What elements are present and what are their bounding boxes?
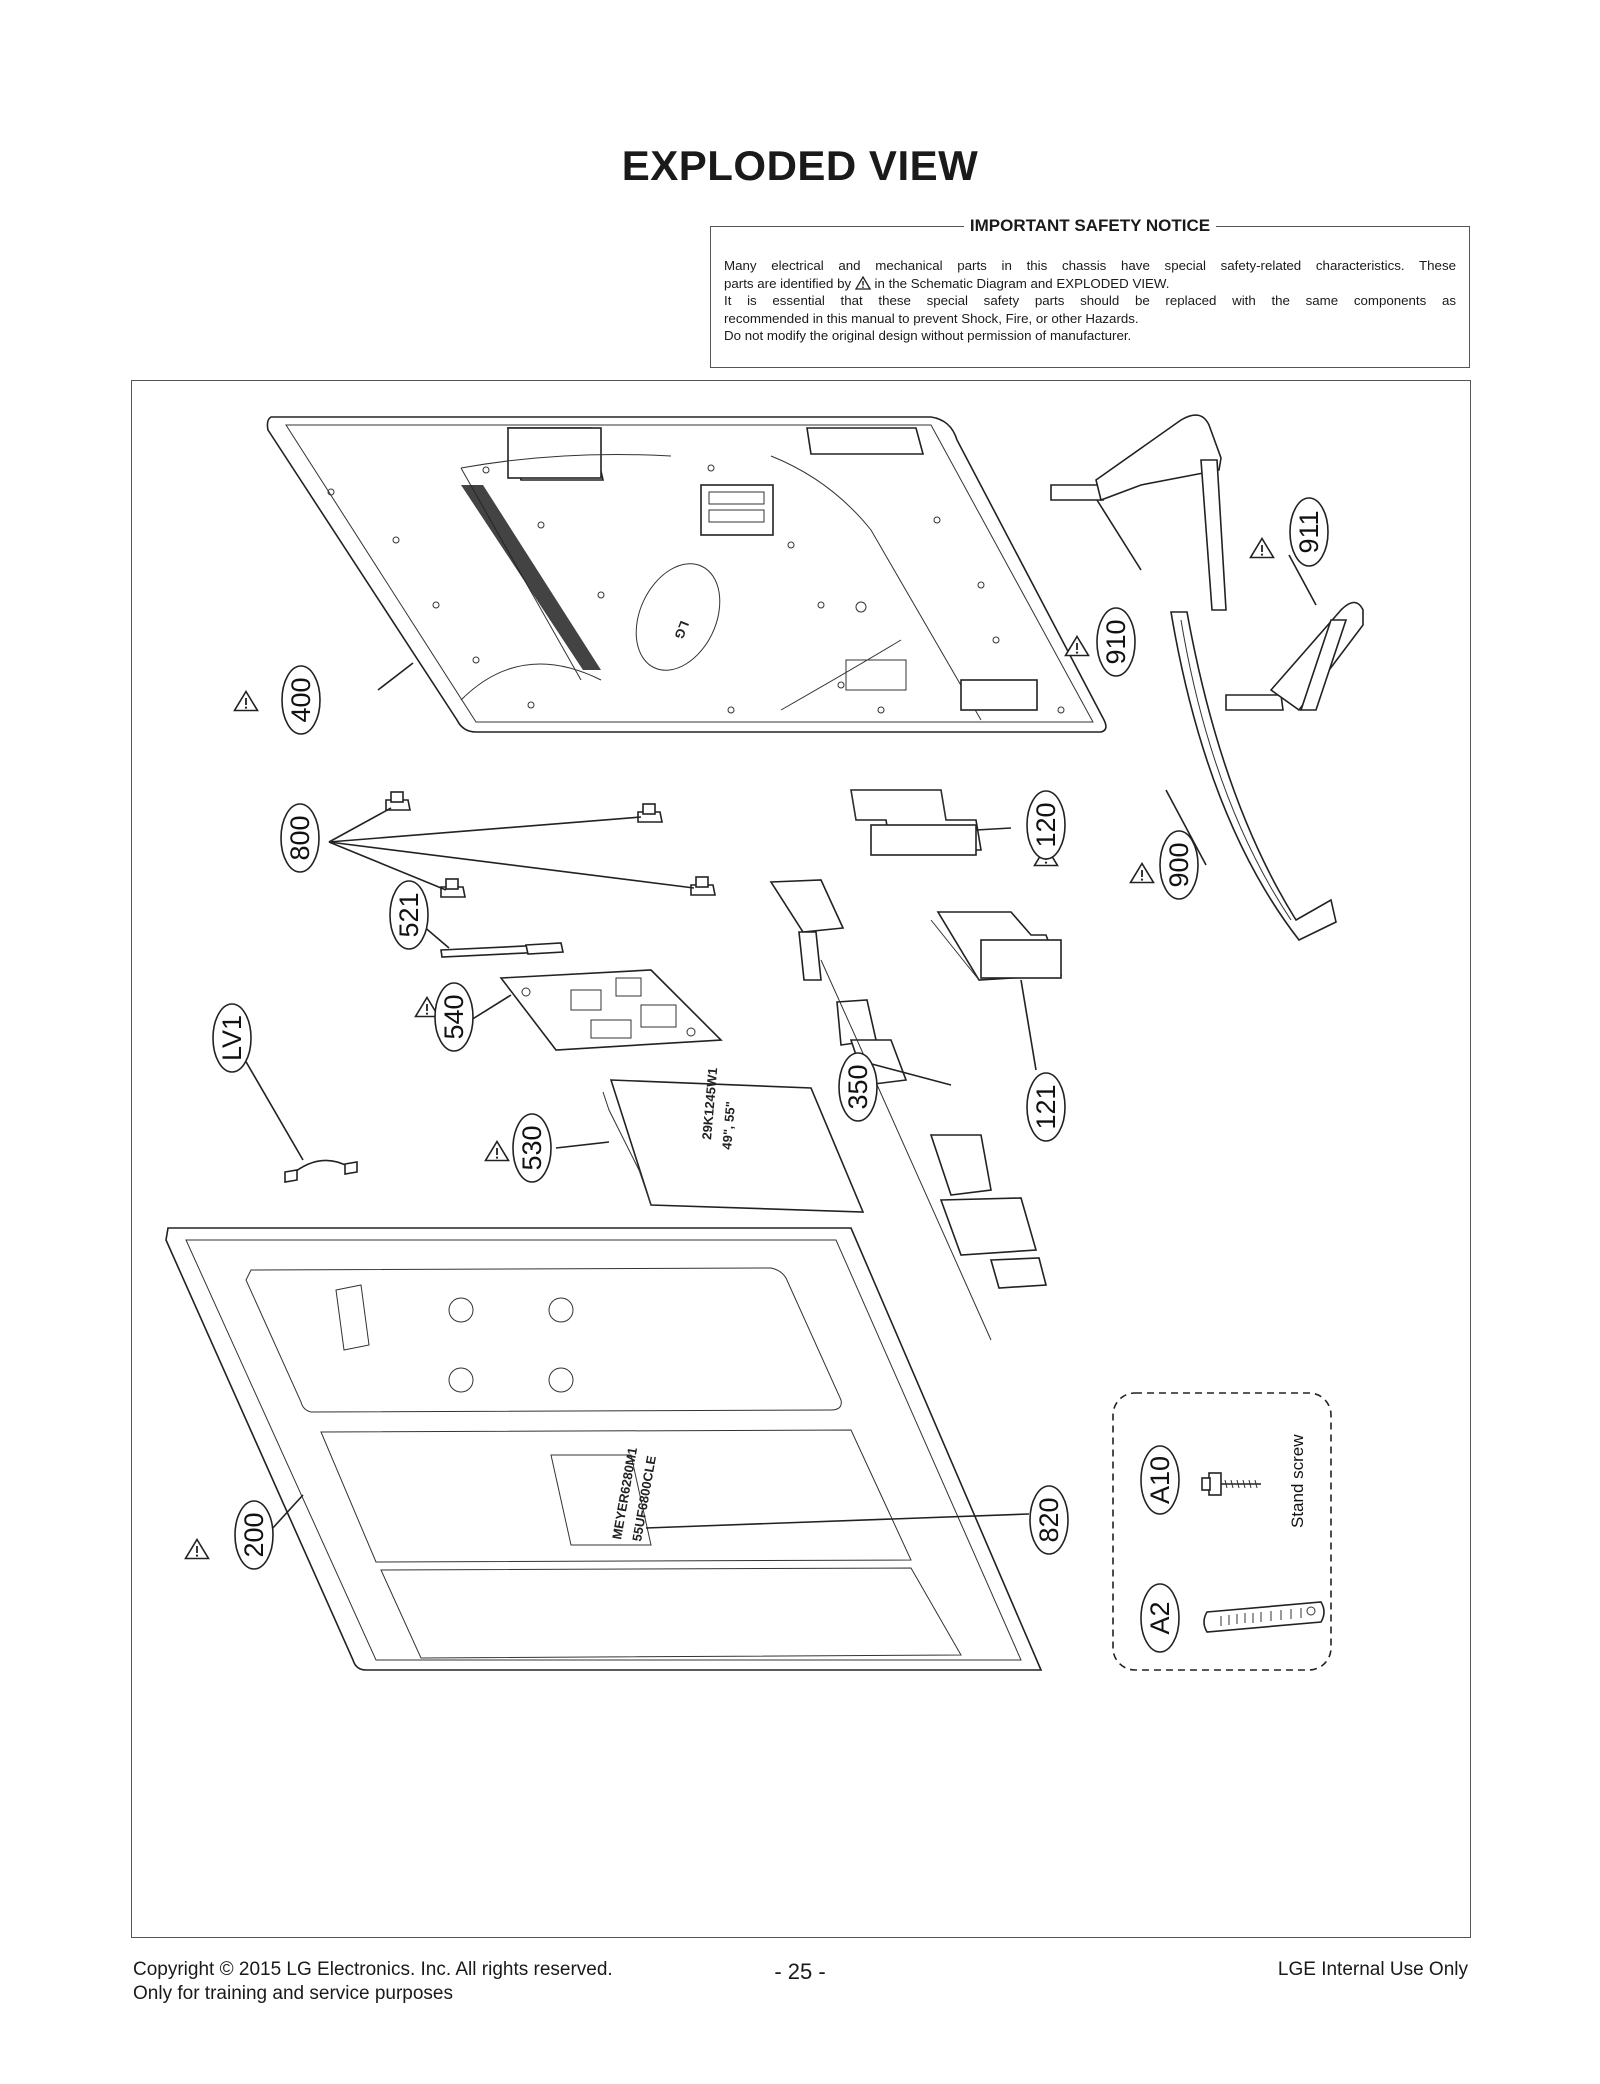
stand-screw-a10 bbox=[1201, 1472, 1261, 1496]
warning-triangle-icon bbox=[854, 275, 871, 290]
svg-text:911: 911 bbox=[1294, 510, 1324, 553]
diagram-frame bbox=[131, 380, 1471, 1938]
svg-text:LV1: LV1 bbox=[217, 1015, 247, 1061]
svg-text:400: 400 bbox=[286, 677, 316, 722]
svg-text:521: 521 bbox=[394, 892, 424, 937]
svg-text:800: 800 bbox=[285, 815, 315, 860]
label-820: 820 bbox=[1029, 1485, 1069, 1555]
svg-text:820: 820 bbox=[1034, 1497, 1064, 1542]
svg-text:121: 121 bbox=[1031, 1084, 1061, 1129]
label-a2: A2 bbox=[1145, 1601, 1175, 1634]
copyright-text: Copyright © 2015 LG Electronics. Inc. Al… bbox=[133, 1959, 613, 1980]
label-521: 521 bbox=[389, 880, 429, 950]
safety-notice-line: recommended in this manual to prevent Sh… bbox=[724, 310, 1139, 326]
remote-control-a2 bbox=[1203, 1601, 1325, 1633]
footer-internal-use: LGE Internal Use Only bbox=[1277, 1959, 1468, 1980]
speaker-120 bbox=[850, 789, 1059, 867]
lg-logo-text: LG bbox=[671, 619, 692, 641]
svg-text:910: 910 bbox=[1101, 619, 1131, 664]
svg-text:900: 900 bbox=[1164, 842, 1194, 887]
svg-text:200: 200 bbox=[239, 1512, 269, 1557]
safety-notice-line: parts are identified by in the Schematic… bbox=[724, 275, 1456, 293]
page-title: EXPLODED VIEW bbox=[621, 142, 979, 189]
label-910: 910 bbox=[1096, 607, 1136, 677]
label-800: 800 bbox=[280, 803, 320, 873]
stand-screw-label: Stand screw bbox=[1288, 1434, 1307, 1528]
safety-notice-text: parts are identified by bbox=[724, 275, 852, 291]
board-521 bbox=[421, 924, 564, 958]
safety-notice-body: Many electrical and mechanical parts in … bbox=[724, 257, 1456, 345]
training-text: Only for training and service purposes bbox=[133, 1983, 453, 2004]
label-a10: A10 bbox=[1145, 1456, 1175, 1504]
back-cover-400: LG bbox=[233, 416, 1107, 733]
label-400: 400 bbox=[281, 665, 321, 735]
label-120: 120 bbox=[1026, 790, 1066, 860]
svg-text:540: 540 bbox=[439, 994, 469, 1039]
label-530: 530 bbox=[512, 1113, 552, 1183]
main-board-540 bbox=[414, 969, 723, 1051]
svg-text:530: 530 bbox=[517, 1125, 547, 1170]
label-121: 121 bbox=[1026, 1072, 1066, 1142]
tape-820 bbox=[645, 1513, 1030, 1529]
svg-text:120: 120 bbox=[1031, 802, 1061, 847]
power-box-121 bbox=[930, 911, 1063, 1071]
footer-copyright: Copyright © 2015 LG Electronics. Inc. Al… bbox=[133, 1958, 613, 2006]
page-number: - 25 - bbox=[774, 1959, 826, 1984]
safety-notice-line: It is essential that these special safet… bbox=[724, 293, 1456, 308]
safety-notice-box: IMPORTANT SAFETY NOTICE Many electrical … bbox=[710, 216, 1470, 368]
power-supply-530: 49", 55" 29K1245W1 bbox=[484, 1067, 865, 1213]
label-900: 900 bbox=[1159, 830, 1199, 900]
label-911: 911 bbox=[1289, 497, 1329, 567]
svg-text:350: 350 bbox=[843, 1064, 873, 1109]
stand-base-900 bbox=[1129, 611, 1337, 942]
safety-notice-heading: IMPORTANT SAFETY NOTICE bbox=[711, 216, 1469, 236]
accessories-box: A10 Stand screw A2 bbox=[1112, 1392, 1332, 1671]
module-size-text: 49", 55" bbox=[719, 1101, 738, 1151]
stand-body-910 bbox=[1050, 414, 1227, 657]
lvds-cable-lv1 bbox=[244, 1059, 358, 1183]
safety-notice-text: in the Schematic Diagram and EXPLODED VI… bbox=[874, 275, 1170, 291]
safety-notice-line: Many electrical and mechanical parts in … bbox=[724, 258, 1456, 273]
label-350: 350 bbox=[838, 1052, 878, 1122]
module-model-text: 29K1245W1 bbox=[699, 1067, 720, 1140]
display-module-200: MEYER6280M1 55UF6800CLE bbox=[165, 1227, 1043, 1671]
label-lv1: LV1 bbox=[212, 1003, 252, 1073]
fixings-800 bbox=[328, 791, 716, 898]
label-540: 540 bbox=[434, 982, 474, 1052]
safety-notice-line: Do not modify the original design withou… bbox=[724, 328, 1132, 343]
label-200: 200 bbox=[234, 1500, 274, 1570]
exploded-view-diagram: LG bbox=[165, 414, 1364, 1671]
stand-leg-911 bbox=[1225, 537, 1364, 712]
